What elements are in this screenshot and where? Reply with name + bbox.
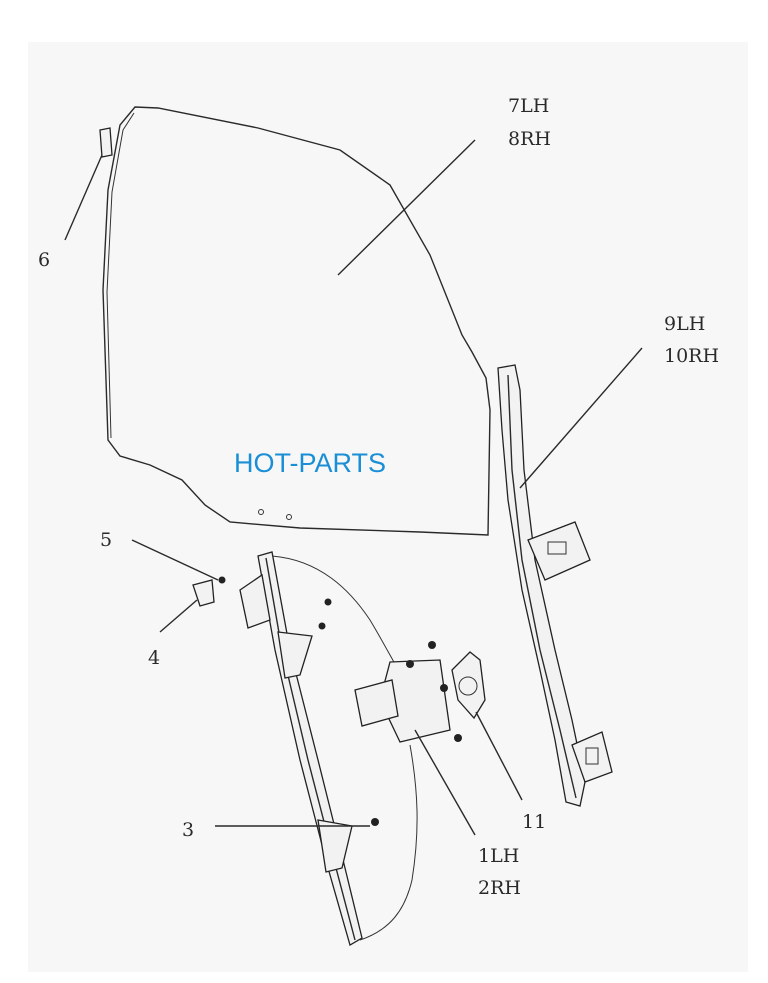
callout-plate: 11 — [522, 811, 546, 833]
glass-clip — [99, 127, 113, 158]
leader-glass — [337, 139, 476, 276]
callout-channel-lh: 9LH — [664, 313, 705, 335]
regulator-rail — [257, 551, 363, 946]
regulator-motor-housing — [354, 679, 399, 727]
motor-bolt-4 — [406, 660, 414, 668]
rail-bolt-1 — [318, 622, 326, 630]
regulator-carrier-mid — [277, 631, 313, 679]
watermark-text: HOT-PARTS — [234, 448, 386, 478]
callout-bolt: 5 — [100, 529, 112, 551]
channel-slot-upper — [547, 541, 567, 555]
run-channel-groove — [507, 374, 577, 799]
regulator-rail-edge — [265, 557, 356, 941]
leader-clip — [64, 154, 103, 241]
glass-inner-edge — [106, 112, 135, 439]
leader-bracket — [159, 599, 198, 633]
small-bolt — [218, 576, 226, 584]
glass-hole-left — [258, 509, 264, 515]
regulator-cable-lower — [359, 744, 418, 941]
channel-slot-lower — [585, 747, 599, 765]
callout-bracket: 4 — [148, 647, 160, 669]
regulator-carrier-low — [317, 819, 353, 873]
callout-regulator-rh: 2RH — [478, 877, 521, 899]
motor-bolt-2 — [440, 684, 448, 692]
rail-bolt-2 — [324, 598, 332, 606]
leader-bolt — [131, 539, 219, 581]
run-channel — [497, 364, 586, 807]
mounting-plate-hole — [458, 676, 478, 696]
small-bracket — [192, 579, 215, 607]
channel-bracket-upper — [527, 521, 591, 581]
callout-channel-rh: 10RH — [664, 345, 719, 367]
callout-glass-rh: 8RH — [508, 128, 551, 150]
motor-bolt-3 — [454, 734, 462, 742]
regulator-carrier-top — [239, 573, 271, 629]
callout-regulator-lh: 1LH — [478, 845, 519, 867]
channel-bracket-lower — [571, 731, 613, 783]
leader-plate — [475, 711, 523, 801]
callout-nut: 3 — [182, 819, 194, 841]
leader-channel — [519, 347, 643, 489]
nut — [371, 818, 379, 826]
callout-glass-lh: 7LH — [508, 95, 549, 117]
callout-clip: 6 — [38, 249, 50, 271]
leader-regulator — [414, 729, 476, 836]
motor-bolt-1 — [428, 641, 436, 649]
mounting-plate — [451, 651, 486, 720]
diagram-panel — [28, 42, 748, 972]
glass-hole-right — [286, 514, 292, 520]
door-glass — [102, 106, 491, 536]
